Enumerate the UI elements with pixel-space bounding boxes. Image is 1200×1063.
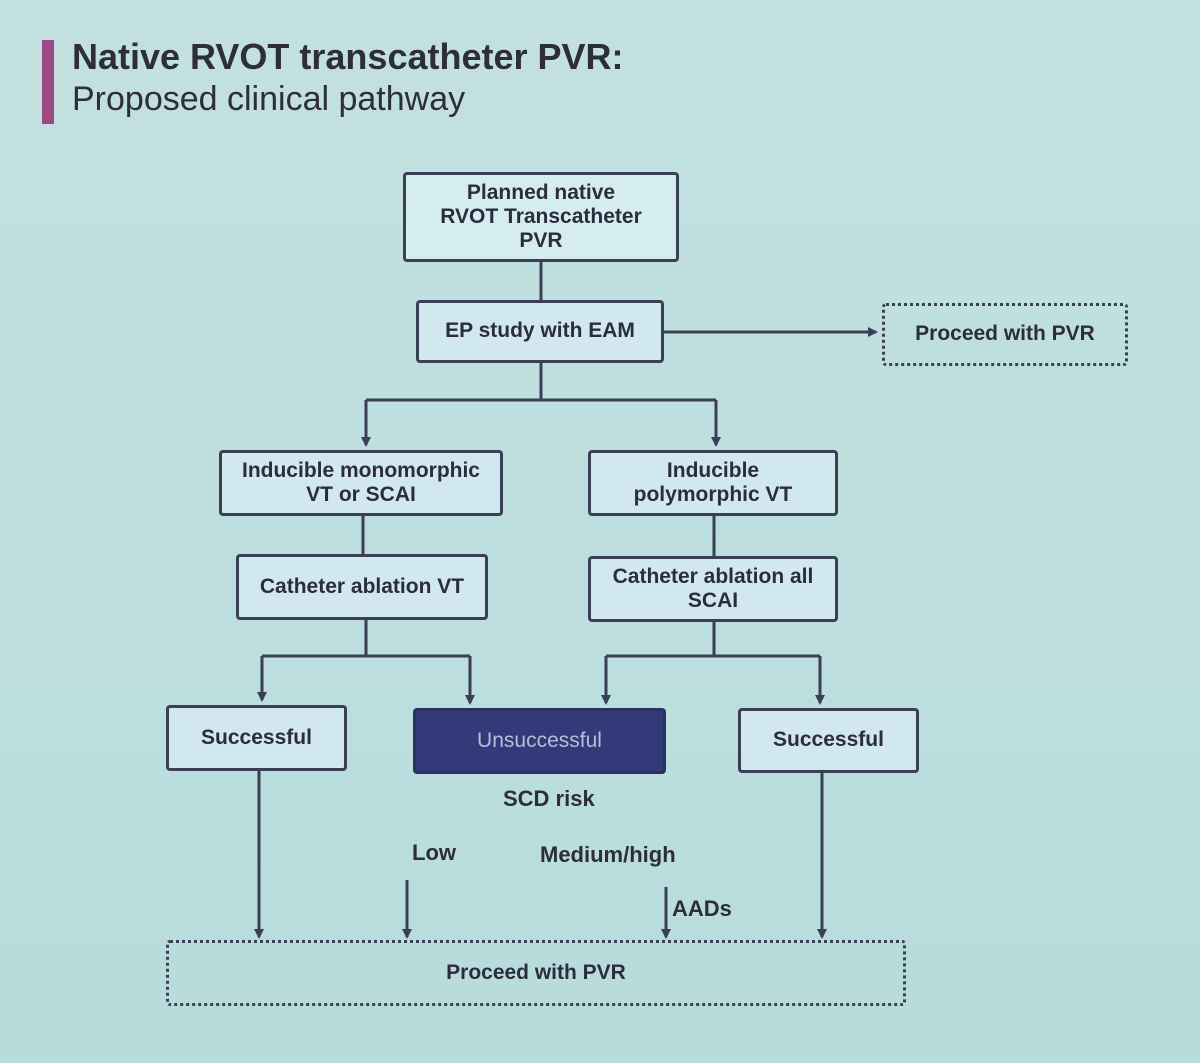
label-medium-high: Medium/high xyxy=(540,842,676,867)
node-inducible-polymorphic: Inducible polymorphic VT xyxy=(588,450,838,516)
label-scd-risk: SCD risk xyxy=(503,786,595,811)
label-low: Low xyxy=(412,840,456,865)
node-successful-left: Successful xyxy=(166,705,347,771)
label-aads: AADs xyxy=(672,896,732,921)
slide-subtitle: Proposed clinical pathway xyxy=(72,80,466,118)
title-accent-bar xyxy=(42,40,54,124)
slide-title: Native RVOT transcatheter PVR: xyxy=(72,36,624,77)
node-proceed-pvr-bottom: Proceed with PVR xyxy=(166,940,906,1006)
node-catheter-ablation-scai: Catheter ablation all SCAI xyxy=(588,556,838,622)
node-unsuccessful: Unsuccessful xyxy=(413,708,666,774)
node-proceed-pvr-right: Proceed with PVR xyxy=(882,303,1128,366)
node-inducible-monomorphic: Inducible monomorphic VT or SCAI xyxy=(219,450,503,516)
node-planned-pvr: Planned native RVOT Transcatheter PVR xyxy=(403,172,679,262)
node-ep-study: EP study with EAM xyxy=(416,300,664,363)
node-catheter-ablation-vt: Catheter ablation VT xyxy=(236,554,488,620)
node-successful-right: Successful xyxy=(738,708,919,773)
